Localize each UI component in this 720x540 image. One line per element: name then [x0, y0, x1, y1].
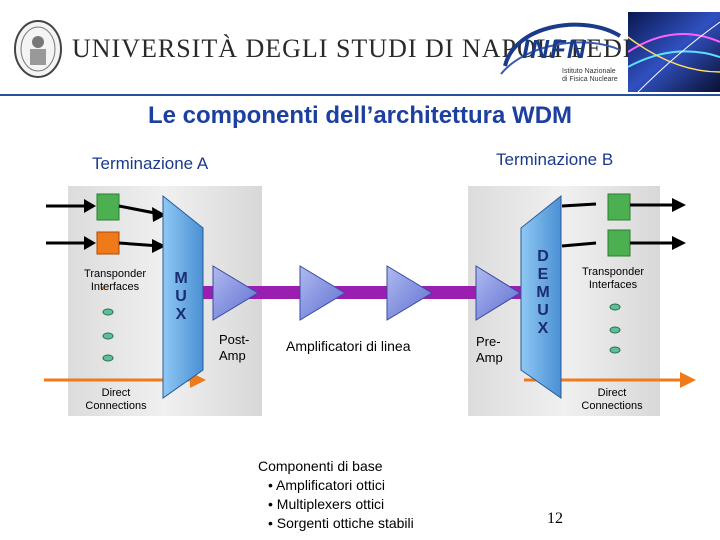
infn-logo-icon	[500, 22, 622, 75]
terminal-b-label: Terminazione B	[496, 150, 614, 169]
led-right-3	[609, 346, 621, 354]
led-right-1	[609, 303, 621, 311]
demux-block	[520, 194, 562, 399]
transponder-green-right-2	[607, 229, 631, 257]
components-list: Componenti di base • Amplificatori ottic…	[258, 457, 414, 533]
line-amp-2	[386, 265, 433, 321]
page-title: Le componenti dell’architettura WDM	[147, 102, 573, 129]
list-item: • Sorgenti ottiche stabili	[268, 515, 414, 531]
list-item: • Amplificatori ottici	[268, 477, 385, 493]
pre-amp-triangle	[475, 265, 521, 321]
led-left-3	[102, 354, 114, 362]
list-item: • Multiplexers ottici	[268, 496, 385, 512]
demux-label: D E M U X	[536, 248, 550, 337]
line-amps-label: Amplificatori di linea	[286, 338, 411, 354]
transponder-right-label: Transponder Interfaces	[582, 266, 644, 291]
direct-right-label: Direct Connections	[581, 387, 643, 412]
transponder-green-right	[607, 193, 631, 221]
header-divider	[0, 94, 720, 96]
led-right-2	[609, 326, 621, 334]
components-heading: Componenti di base	[258, 458, 383, 474]
led-left-1	[102, 308, 114, 316]
university-seal-icon	[14, 20, 62, 78]
infn-subtitle-line1: Istituto Nazionale	[562, 68, 616, 75]
post-amp-triangle	[212, 265, 259, 321]
fiber-optics-photo	[628, 12, 720, 92]
pre-amp-label: Pre- Amp	[476, 334, 503, 365]
transponder-orange-left	[96, 231, 120, 255]
page-number: 12	[547, 510, 563, 527]
mux-label: M U X	[174, 270, 188, 323]
university-name: UNIVERSITÀ DEGLI STUDI DI NAPOLI FEDERIC…	[72, 34, 720, 63]
line-amp-1	[299, 265, 346, 321]
led-left-2	[102, 332, 114, 340]
infn-subtitle-line2: di Fisica Nucleare	[562, 76, 618, 83]
fiber-line	[190, 286, 530, 299]
transponder-left-label: Transponder Interfaces	[84, 268, 146, 293]
post-amp-label: Post- Amp	[219, 332, 250, 363]
direct-left-label: Direct Connections	[85, 387, 147, 412]
terminal-a-label: Terminazione A	[92, 154, 209, 173]
transponder-green-left	[96, 193, 120, 221]
mux-block	[162, 194, 204, 399]
infn-logo-text: INFN	[522, 34, 587, 64]
